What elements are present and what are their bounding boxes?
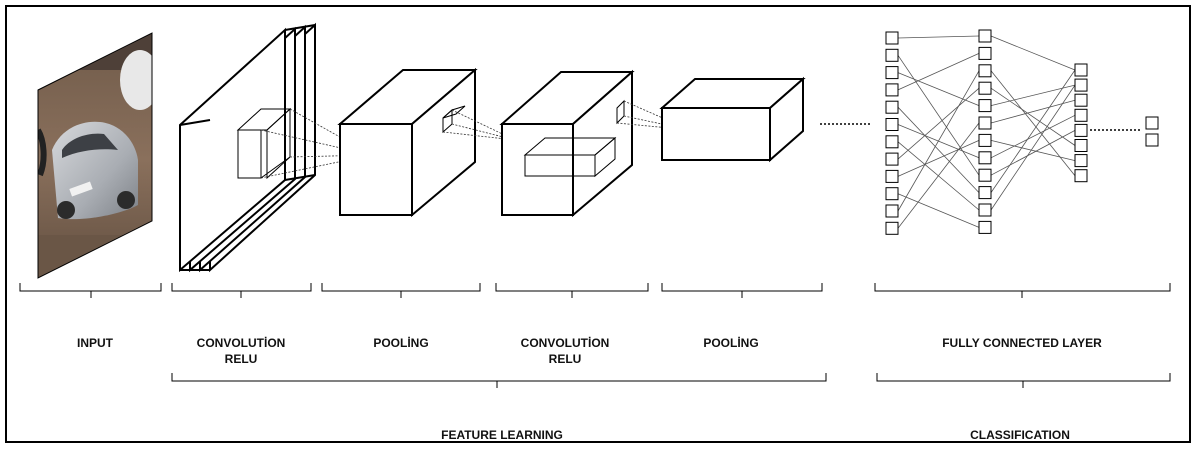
- fc-neuron: [978, 116, 992, 130]
- fc-neuron: [978, 168, 992, 182]
- fc-neuron: [1074, 123, 1088, 137]
- fc-neuron: [978, 46, 992, 60]
- fc-connection: [897, 53, 980, 91]
- fc-neuron: [1074, 78, 1088, 92]
- pool2-volume: [659, 76, 806, 163]
- label-pool1: POOLİNG: [373, 336, 429, 350]
- fc-neuron: [1074, 154, 1088, 168]
- fc-connection: [897, 70, 980, 212]
- fc-connection: [897, 87, 980, 160]
- label-conv2-line2: RELU: [548, 352, 582, 366]
- fc-connection: [990, 87, 1076, 146]
- fc-neuron: [885, 187, 899, 201]
- input-image: [37, 32, 153, 279]
- fc-connection: [990, 69, 1076, 193]
- label-pool2: POOLİNG: [703, 336, 759, 350]
- fc-neuron: [978, 81, 992, 95]
- label-input: INPUT: [77, 336, 113, 350]
- fc-connection: [990, 140, 1076, 161]
- fc-connection: [990, 70, 1076, 176]
- label-fc: FULLY CONNECTED LAYER: [942, 336, 1102, 350]
- fc-connection: [897, 193, 980, 228]
- label-conv1-line2: RELU: [224, 352, 258, 366]
- fc-connection: [897, 106, 980, 193]
- braces: [19, 283, 1171, 388]
- fc-neuron: [885, 31, 899, 45]
- fc-neuron: [978, 186, 992, 200]
- fc-connection: [990, 84, 1076, 106]
- label-feature-learning: FEATURE LEARNING: [441, 428, 563, 442]
- fc-connection: [990, 84, 1076, 211]
- fc-neuron: [885, 100, 899, 114]
- output-neuron: [1145, 116, 1159, 130]
- fc-neuron: [885, 169, 899, 183]
- fc-neuron: [978, 151, 992, 165]
- fc-connection: [897, 140, 980, 177]
- fc-neuron: [978, 220, 992, 234]
- fc-connections: [897, 35, 1076, 229]
- fc-neuron: [978, 99, 992, 113]
- fc-layer: [885, 29, 1159, 235]
- fc-neuron: [885, 48, 899, 62]
- label-conv1: CONVOLUTİON RELU: [176, 335, 306, 367]
- fc-neuron: [978, 64, 992, 78]
- fc-neuron: [885, 221, 899, 235]
- fc-connection: [990, 114, 1076, 159]
- fc-neuron: [978, 29, 992, 43]
- pool1-volume: [337, 67, 478, 218]
- fc-neuron: [978, 133, 992, 147]
- conv1-feature-maps: [179, 22, 316, 273]
- fc-neuron: [885, 83, 899, 97]
- fc-neuron: [885, 118, 899, 131]
- fc-neurons: [885, 29, 1159, 235]
- fc-connection: [990, 130, 1076, 176]
- fc-neuron: [885, 135, 899, 149]
- fc-connection: [897, 35, 980, 39]
- fc-neuron: [978, 203, 992, 217]
- fc-connection: [990, 99, 1076, 124]
- fc-neuron: [885, 204, 899, 218]
- fc-connection: [990, 35, 1076, 71]
- fc-neuron: [1074, 108, 1088, 122]
- fc-neuron: [885, 152, 899, 166]
- label-conv1-line1: CONVOLUTİON: [196, 336, 286, 350]
- fc-neuron: [1074, 169, 1088, 183]
- fc-connection: [897, 72, 980, 106]
- fc-neuron: [1074, 93, 1088, 107]
- fc-connection: [897, 122, 980, 229]
- label-classification: CLASSIFICATION: [970, 428, 1070, 442]
- fc-neuron: [1074, 63, 1088, 77]
- label-conv2-line1: CONVOLUTİON: [520, 336, 610, 350]
- label-conv2: CONVOLUTİON RELU: [500, 335, 630, 367]
- fc-neuron: [1074, 139, 1088, 152]
- output-neuron: [1145, 133, 1159, 147]
- fc-connection: [897, 55, 980, 176]
- fc-neuron: [885, 66, 899, 80]
- conv2-volume: [499, 69, 635, 218]
